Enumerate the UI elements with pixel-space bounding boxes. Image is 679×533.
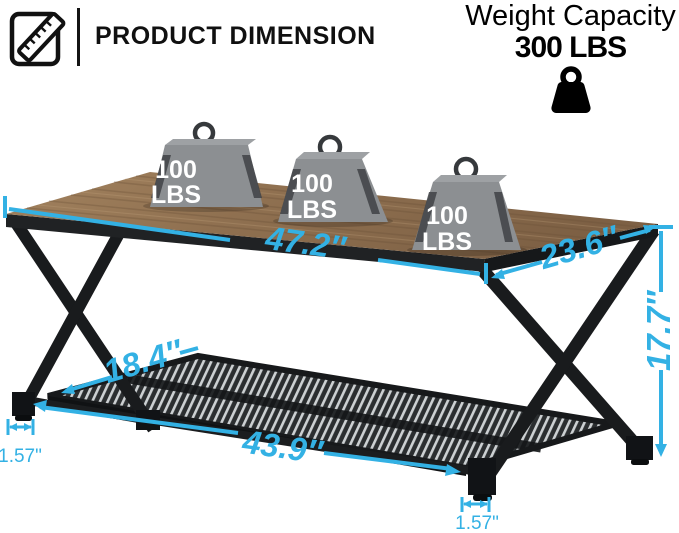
table-feet	[12, 392, 653, 501]
dim-foot-right: 1.57"	[455, 497, 499, 533]
weight-capacity-label: Weight Capacity	[465, 0, 676, 32]
weight-label-line2: LBS	[287, 196, 337, 224]
weight-100lbs-1: 100 LBS	[143, 121, 269, 212]
weight-label-line1: 100	[426, 202, 468, 230]
weight-100lbs-3: 100 LBS	[407, 156, 527, 256]
weight-capacity-block: Weight Capacity 300 LBS	[462, 0, 679, 127]
header-divider	[77, 8, 80, 66]
weight-100lbs-2: 100 LBS	[273, 134, 393, 227]
weight-label-line2: LBS	[422, 228, 472, 256]
weight-label-line1: 100	[155, 156, 197, 184]
weight-label-line2: LBS	[151, 181, 201, 209]
dim-foot-left: 1.57"	[0, 419, 42, 467]
weight-label-line1: 100	[291, 170, 333, 198]
dim-height: 17.7″	[640, 225, 677, 457]
dim-foot-right-label: 1.57"	[455, 513, 499, 533]
right-x-leg	[474, 226, 660, 492]
front-lower-rail	[27, 397, 479, 476]
dim-shelf-length: 43.9″	[33, 400, 461, 476]
page-title: PRODUCT DIMENSION	[95, 22, 376, 50]
weight-icon	[550, 66, 591, 113]
ruler-square-icon	[9, 11, 66, 67]
weight-capacity-value: 300 LBS	[514, 31, 627, 64]
dim-foot-left-label: 1.57"	[0, 446, 42, 467]
dimension-annotations: 47.2″ 23.6″ 17.7″	[0, 196, 677, 533]
dim-height-label: 17.7″	[640, 290, 677, 371]
